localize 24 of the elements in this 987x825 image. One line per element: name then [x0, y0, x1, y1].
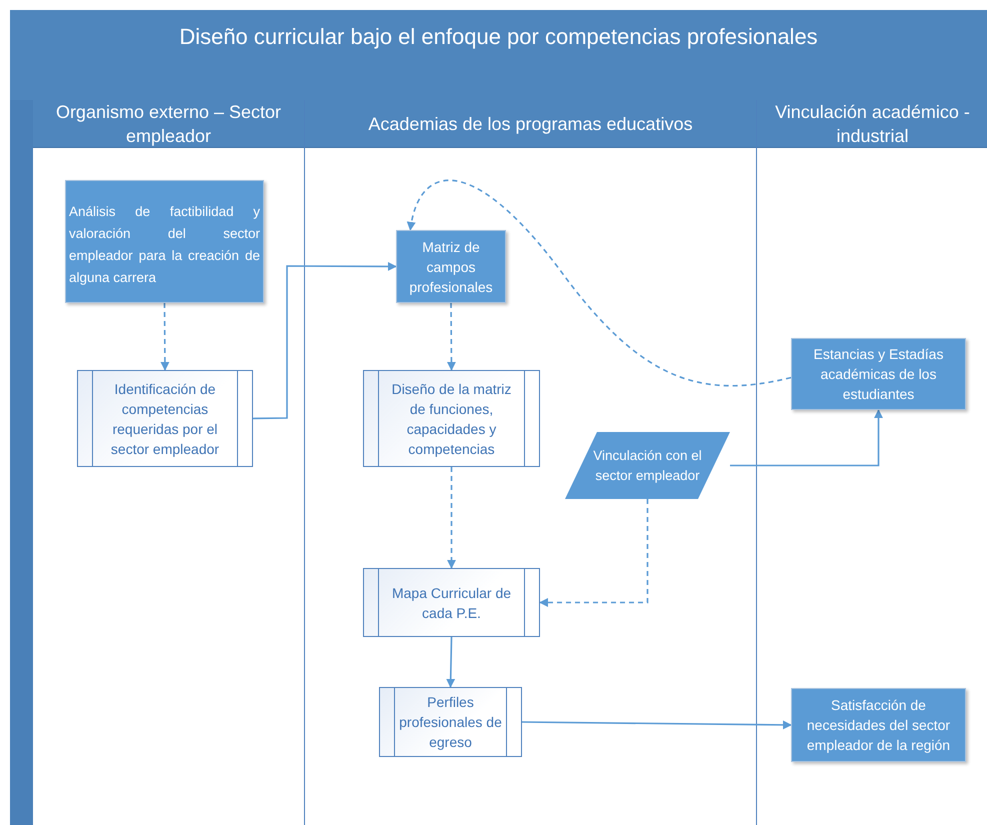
process-box: Análisis de factibilidad y valoración del sector empleador para la creación de alguna carrera [65, 180, 264, 303]
arrow [407, 180, 792, 386]
arrow [539, 499, 648, 607]
lane-header: Organismo externo – Sector empleador [33, 100, 304, 148]
node-label: Vinculación con el sector empleador [592, 446, 703, 485]
lane-header: Vinculación académico - industrial [757, 100, 987, 148]
arrow [446, 636, 456, 688]
subprocess-box: Perfiles profesionales de egreso [379, 687, 522, 757]
subprocess-box: Identificación de competencias requeridas por el sector empleador [77, 370, 253, 467]
subprocess-box: Diseño de la matriz de funciones, capacidades y competencias [363, 370, 540, 467]
process-box: Satisfacción de necesidades del sector empleador de la región [791, 688, 966, 762]
subprocess-box: Mapa Curricular de cada P.E. [363, 568, 540, 637]
arrow [522, 720, 792, 730]
arrow [446, 303, 456, 371]
arrow [252, 262, 397, 420]
lane-header: Academias de los programas educativos [305, 100, 756, 148]
swimlane [10, 100, 305, 825]
arrow [160, 303, 170, 371]
process-box: Estancias y Estadías académicas de los estudiantes [791, 338, 966, 410]
data-parallelogram [565, 432, 730, 499]
arrow [447, 467, 456, 569]
process-box: Matriz de campos profesionales [396, 230, 506, 303]
arrow [730, 409, 883, 466]
diagram-title: Diseño curricular bajo el enfoque por competencias profesionales [10, 10, 987, 100]
